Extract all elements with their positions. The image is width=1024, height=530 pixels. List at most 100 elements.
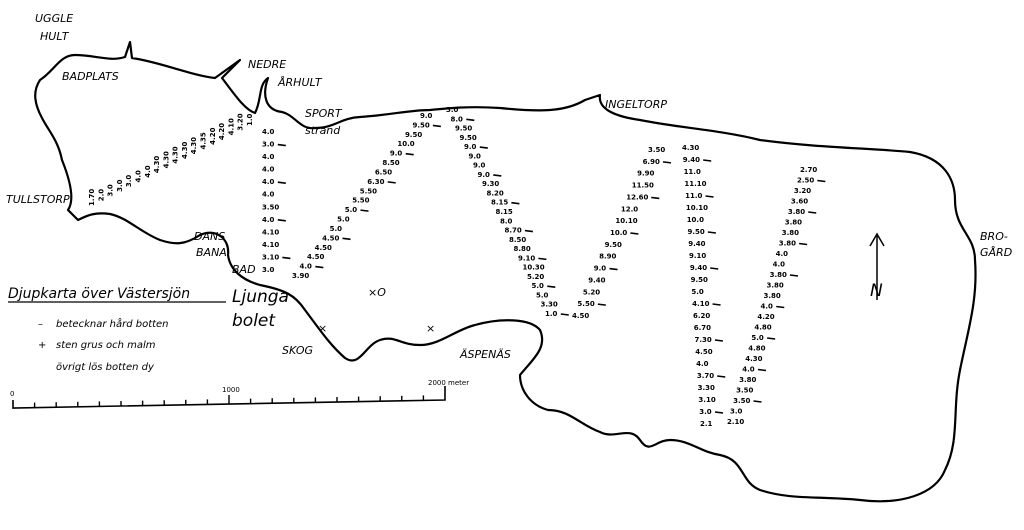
depth-sounding: 4.30 xyxy=(745,355,762,363)
depth-sounding: 5.20 xyxy=(583,288,600,296)
depth-sounding: 9.50 xyxy=(691,276,708,284)
label-bana: BANA xyxy=(196,246,227,259)
depth-sounding: 12.0 xyxy=(621,205,638,213)
depth-sounding: 4.0 xyxy=(760,303,773,311)
depth-sounding: 4.10 xyxy=(692,300,709,308)
depth-sounding: 4.0 xyxy=(742,366,755,374)
hard-bottom-mark xyxy=(493,174,502,177)
marker-stone: × xyxy=(318,322,327,335)
depth-sounding: 4.0 xyxy=(262,191,275,199)
depth-sounding: 3.50 xyxy=(648,146,665,154)
label-ingeltorp: INGELTORP xyxy=(605,98,667,111)
label-strand: strand xyxy=(305,124,341,137)
depth-sounding: 8.90 xyxy=(599,253,616,261)
depth-sounding: 11.50 xyxy=(632,182,654,190)
hard-bottom-mark xyxy=(757,368,767,372)
depth-sounding: 2.70 xyxy=(800,166,817,174)
depth-sounding: 3.80 xyxy=(770,271,787,279)
depth-sounding: 4.0 xyxy=(300,263,313,271)
depth-sounding: 9.90 xyxy=(637,170,654,178)
depth-sounding: 3.10 xyxy=(698,396,715,404)
depth-sounding: 4.0 xyxy=(262,216,275,224)
hard-bottom-mark xyxy=(315,265,324,269)
depth-sounding: 9.50 xyxy=(405,131,422,139)
depth-sounding: 3.50 xyxy=(736,387,753,395)
depth-sounding: 4.0 xyxy=(134,170,142,183)
depth-sounding: 4.0 xyxy=(262,178,275,186)
hard-bottom-mark xyxy=(776,305,785,309)
label-bolet: bolet xyxy=(232,311,276,331)
depth-sounding: 3.20 xyxy=(794,187,811,195)
map-title: Djupkarta över Västersjön xyxy=(8,286,190,302)
hard-bottom-mark xyxy=(466,118,475,122)
legend-text: sten grus och malm xyxy=(56,340,156,351)
depth-sounding: 9.50 xyxy=(605,241,622,249)
legend-text: övrigt lös botten dy xyxy=(56,362,155,373)
depth-sounding: 5.0 xyxy=(691,288,704,296)
depth-sounding: 4.20 xyxy=(218,123,226,140)
depth-sounding: 2.1 xyxy=(700,420,713,428)
depth-sounding: 9.50 xyxy=(460,134,477,142)
hard-bottom-mark xyxy=(511,201,520,205)
depth-sounding: 4.0 xyxy=(262,166,275,174)
depth-sounding: 5.0 xyxy=(751,334,764,342)
depth-sounding: 3.30 xyxy=(541,301,558,309)
depth-sounding: 3.0 xyxy=(107,184,115,197)
depth-sounding: 10.10 xyxy=(615,217,637,225)
depth-sounding: 8.70 xyxy=(505,227,522,235)
label-gard: GÅRD xyxy=(980,246,1012,259)
hard-bottom-mark xyxy=(767,337,776,340)
depth-sounding: 3.0 xyxy=(699,408,712,416)
depth-sounding: 3.0 xyxy=(116,179,124,192)
depth-sounding: 6.20 xyxy=(693,312,710,320)
depth-sounding: 8.50 xyxy=(382,159,399,167)
depth-sounding: 4.35 xyxy=(200,132,208,149)
depth-sounding: 4.0 xyxy=(776,250,789,258)
hard-bottom-mark xyxy=(282,256,291,260)
depth-sounding: 5.50 xyxy=(360,187,377,195)
depth-sounding: 3.90 xyxy=(292,272,309,280)
hard-bottom-mark xyxy=(342,237,351,241)
depth-sounding: 9.0 xyxy=(420,112,433,120)
depth-sounding: 4.30 xyxy=(172,146,180,163)
depth-sounding: 4.50 xyxy=(322,234,339,242)
depth-sounding: 8.0 xyxy=(500,217,513,225)
depth-sounding: 4.20 xyxy=(757,313,774,321)
hard-bottom-mark xyxy=(609,267,618,271)
depth-sounding: 4.80 xyxy=(748,345,765,353)
hard-bottom-mark xyxy=(651,196,660,200)
hard-bottom-mark xyxy=(597,303,606,306)
depth-sounding: 4.10 xyxy=(227,118,235,135)
hard-bottom-mark xyxy=(360,209,369,212)
hard-bottom-mark xyxy=(712,303,721,306)
legend: – betecknar hård botten + sten grus och … xyxy=(38,317,169,373)
depth-sounding: 4.0 xyxy=(262,153,275,161)
depth-sounding: 3.60 xyxy=(791,198,808,206)
depth-sounding: 9.10 xyxy=(689,252,706,260)
depth-sounding: 9.10 xyxy=(518,254,535,262)
hard-bottom-mark xyxy=(479,146,488,149)
depth-sounding: 3.80 xyxy=(785,219,802,227)
label-tullstorp: TULLSTORP xyxy=(6,193,70,206)
depth-sounding: 4.20 xyxy=(209,127,217,144)
depth-sounding: 3.30 xyxy=(698,384,715,392)
hard-bottom-mark xyxy=(524,229,533,233)
svg-text:0: 0 xyxy=(10,390,14,398)
hard-bottom-mark xyxy=(277,181,286,184)
depth-sounding: 10.0 xyxy=(610,229,627,237)
label-arhult: ÅRHULT xyxy=(277,76,323,89)
depth-sounding: 4.30 xyxy=(190,137,198,154)
depth-sounding: 6.50 xyxy=(375,168,392,176)
label-ljunga: Ljunga xyxy=(232,287,289,307)
depth-sounding: 3.80 xyxy=(782,229,799,237)
hard-bottom-mark xyxy=(799,242,808,246)
depth-sounding: 9.40 xyxy=(688,240,705,248)
depth-sounding: 3.50 xyxy=(733,397,750,405)
depth-sounding: 5.0 xyxy=(536,291,549,299)
depth-sounding: 11.0 xyxy=(685,192,702,200)
depth-sounding: 12.60 xyxy=(626,193,648,201)
marker-stone: × xyxy=(426,322,435,335)
depth-sounding: 5.0 xyxy=(330,225,343,233)
depth-sounding: 3.80 xyxy=(779,240,796,248)
